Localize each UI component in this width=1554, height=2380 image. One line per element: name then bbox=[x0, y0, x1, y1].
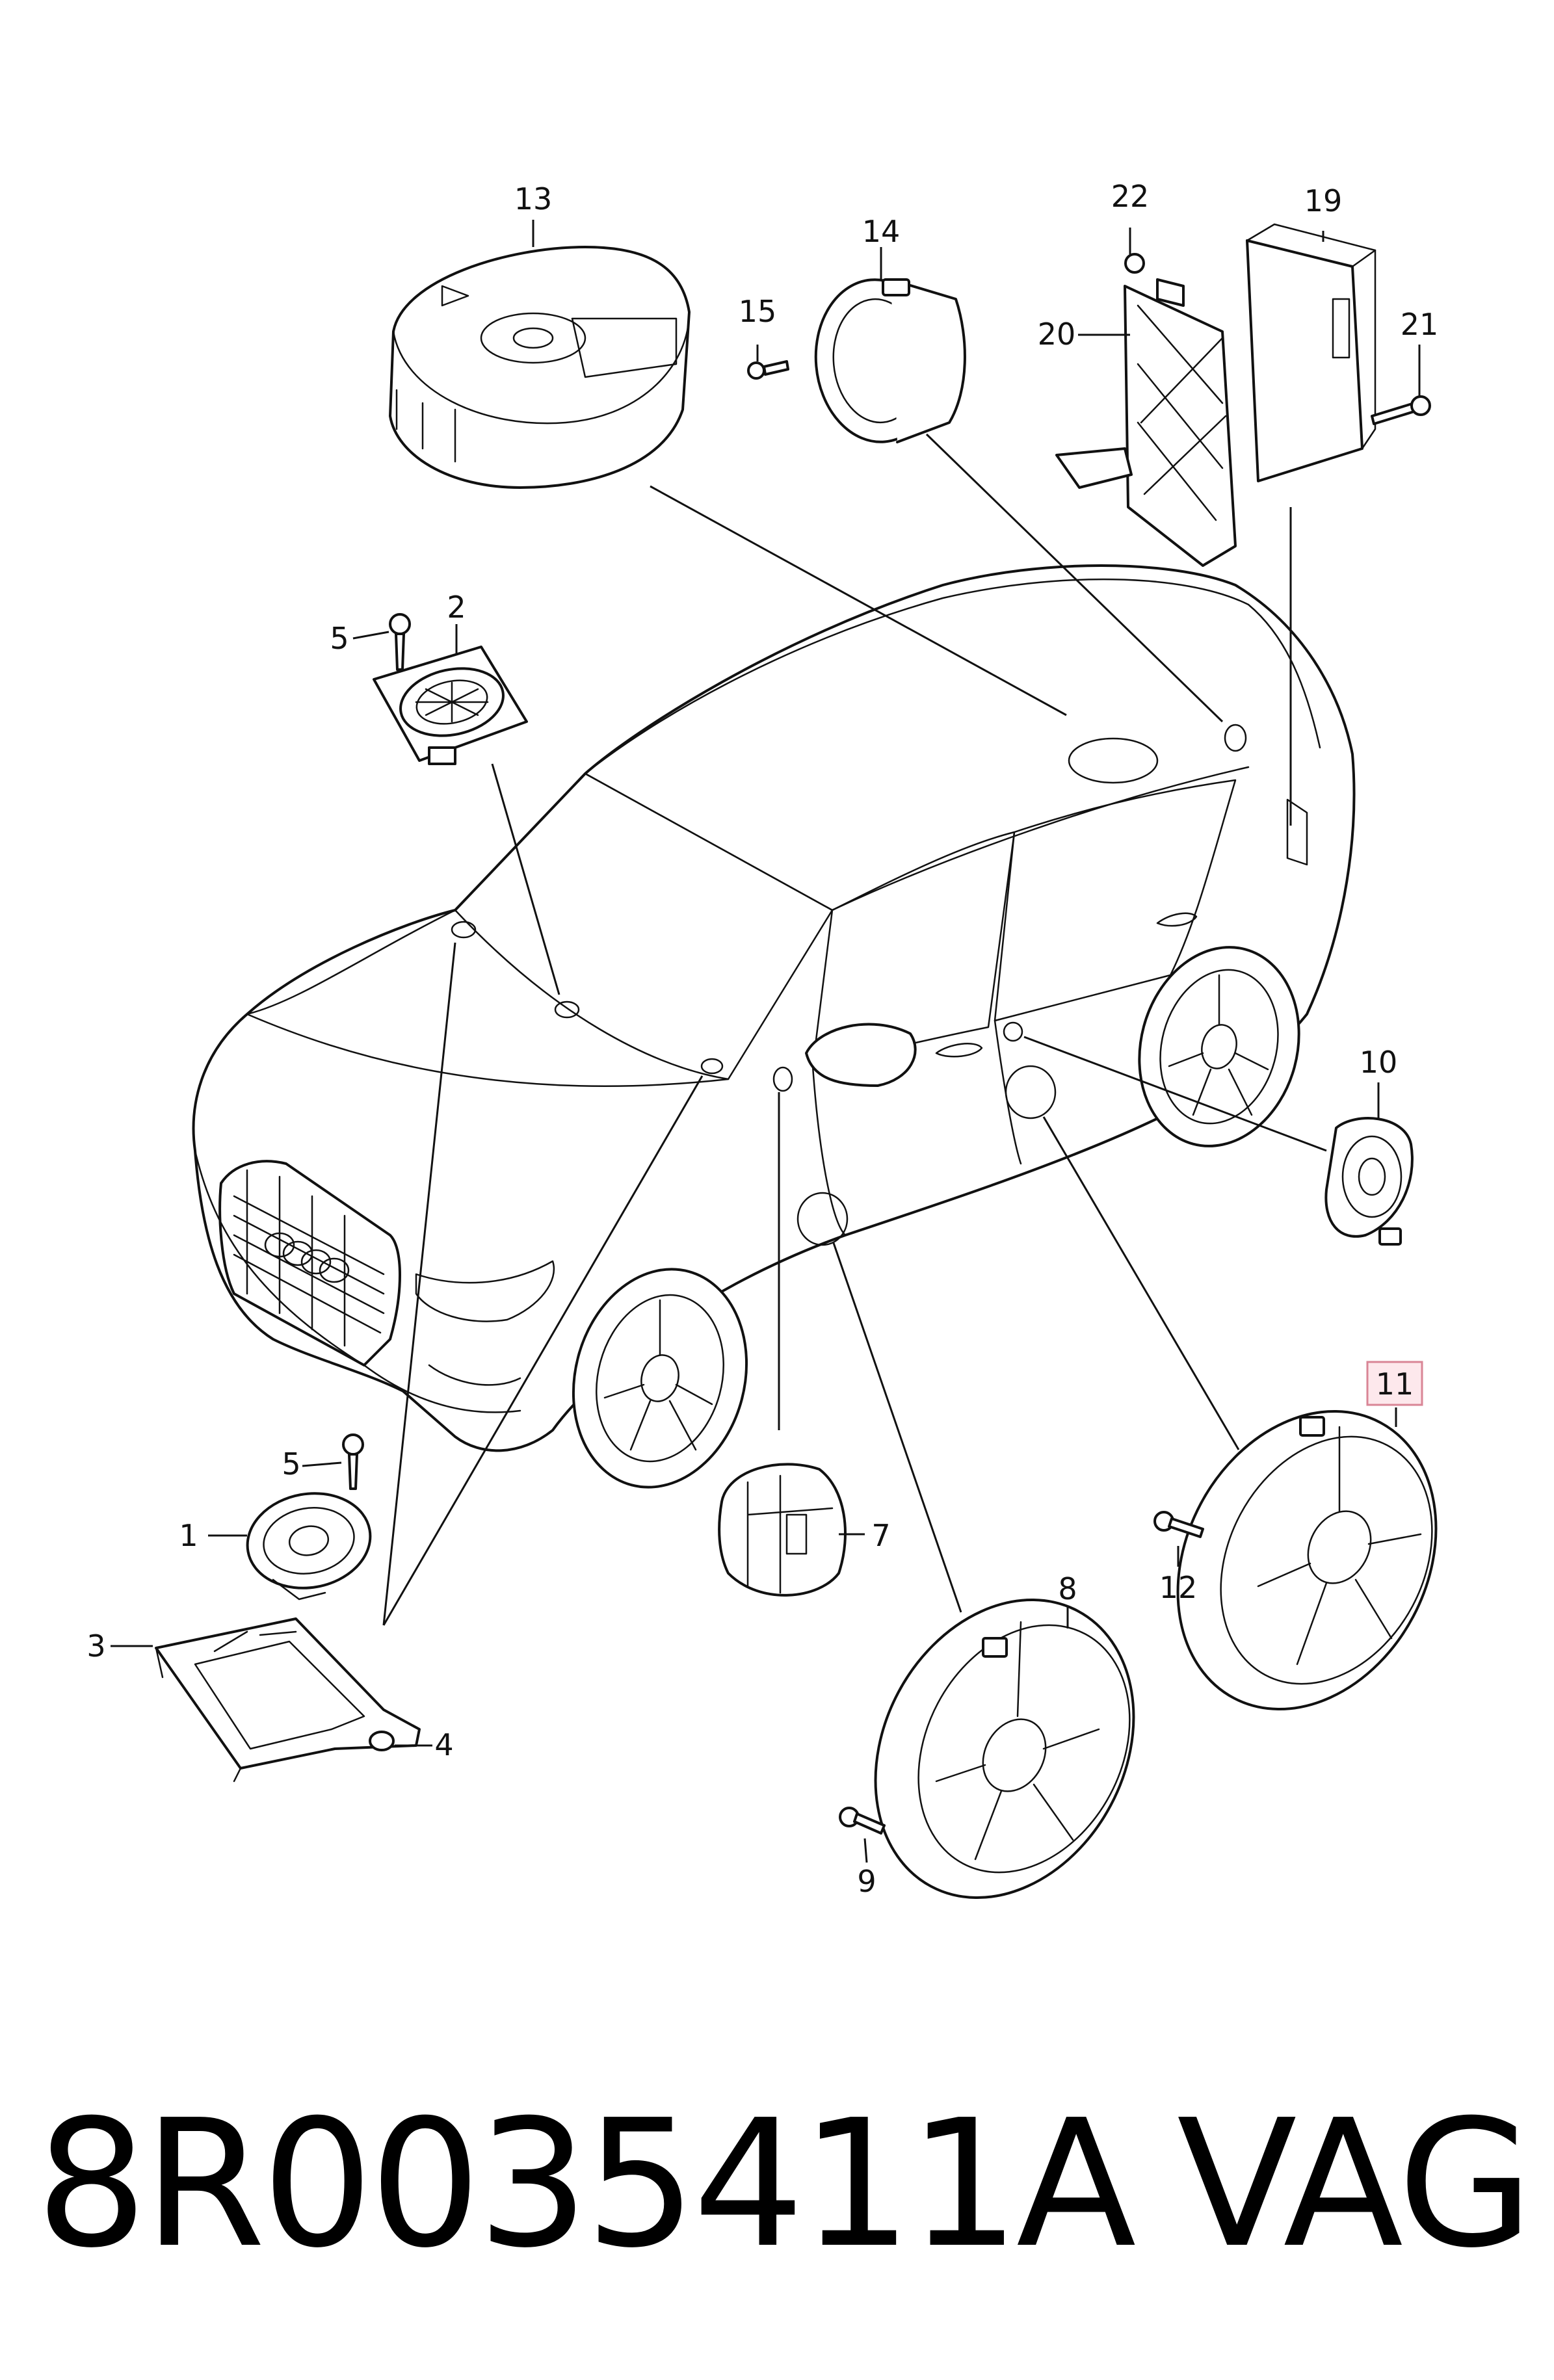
part-number: 8R0035411A bbox=[36, 2082, 1137, 2286]
location-dash-right bbox=[700, 1058, 724, 1075]
part-20-bracket bbox=[1055, 278, 1237, 567]
brand-rings-logo bbox=[264, 1232, 350, 1283]
callout-12: 12 bbox=[1159, 1570, 1198, 1605]
location-dash-left bbox=[451, 921, 477, 939]
location-a-pillar bbox=[772, 1066, 793, 1092]
part-3-frame bbox=[155, 1617, 421, 1783]
location-c-pillar bbox=[1224, 724, 1247, 752]
exploded-parts-diagram: 1 2 3 4 5 5 7 8 9 10 11 12 13 14 15 19 2… bbox=[86, 179, 1438, 1900]
part-13-subwoofer bbox=[389, 246, 691, 489]
callout-1: 1 bbox=[179, 1518, 198, 1553]
brand-name: VAG bbox=[1177, 2082, 1534, 2286]
callout-stubs bbox=[111, 220, 1421, 1863]
part-19-amplifier bbox=[1246, 223, 1376, 482]
part-5-screw-lower bbox=[342, 1433, 364, 1490]
callout-7: 7 bbox=[871, 1518, 890, 1553]
callout-2: 2 bbox=[447, 590, 466, 625]
location-rear-door-tweeter bbox=[1003, 1021, 1023, 1042]
part-12-screw bbox=[1153, 1511, 1204, 1538]
part-1-speaker bbox=[246, 1492, 372, 1601]
location-rear-door bbox=[1005, 1065, 1057, 1119]
part-2-tweeter bbox=[373, 646, 528, 765]
part-8-woofer bbox=[874, 1598, 1135, 1900]
part-7-module bbox=[718, 1463, 847, 1597]
callout-19: 19 bbox=[1304, 183, 1343, 218]
leader-lines bbox=[382, 433, 1327, 1626]
location-front-door bbox=[797, 1192, 849, 1246]
callout-14: 14 bbox=[862, 214, 901, 249]
part-5-screw-upper bbox=[389, 613, 411, 671]
part-14-speaker bbox=[814, 278, 966, 443]
part-11-woofer bbox=[1176, 1409, 1438, 1711]
callout-11: 11 bbox=[1376, 1367, 1414, 1402]
callout-4: 4 bbox=[434, 1727, 453, 1762]
location-trunk-subwoofer bbox=[1068, 737, 1159, 784]
callout-21: 21 bbox=[1401, 307, 1439, 342]
callout-20: 20 bbox=[1038, 317, 1076, 352]
callout-labels: 1 2 3 4 5 5 7 8 9 10 11 12 13 14 15 19 2… bbox=[86, 179, 1438, 1899]
callout-13: 13 bbox=[514, 181, 553, 216]
location-dash-center bbox=[554, 1000, 580, 1019]
callout-15: 15 bbox=[739, 294, 777, 329]
callout-8: 8 bbox=[1058, 1571, 1077, 1606]
car-illustration bbox=[192, 564, 1356, 1489]
callout-5-upper: 5 bbox=[330, 621, 349, 656]
grille-slats bbox=[233, 1169, 385, 1347]
part-22-nut bbox=[1124, 253, 1145, 274]
part-9-screw bbox=[839, 1807, 886, 1835]
callout-3: 3 bbox=[86, 1628, 105, 1664]
part-21-screw bbox=[1371, 395, 1431, 425]
part-10-tweeter bbox=[1324, 1117, 1414, 1246]
callout-9: 9 bbox=[857, 1864, 876, 1899]
part-15-screw bbox=[747, 360, 789, 380]
callout-10: 10 bbox=[1360, 1045, 1398, 1080]
callout-22: 22 bbox=[1111, 179, 1150, 214]
highlight-box-11 bbox=[1366, 1361, 1423, 1406]
callout-5-lower: 5 bbox=[282, 1446, 300, 1482]
part-4-nut bbox=[369, 1731, 395, 1751]
